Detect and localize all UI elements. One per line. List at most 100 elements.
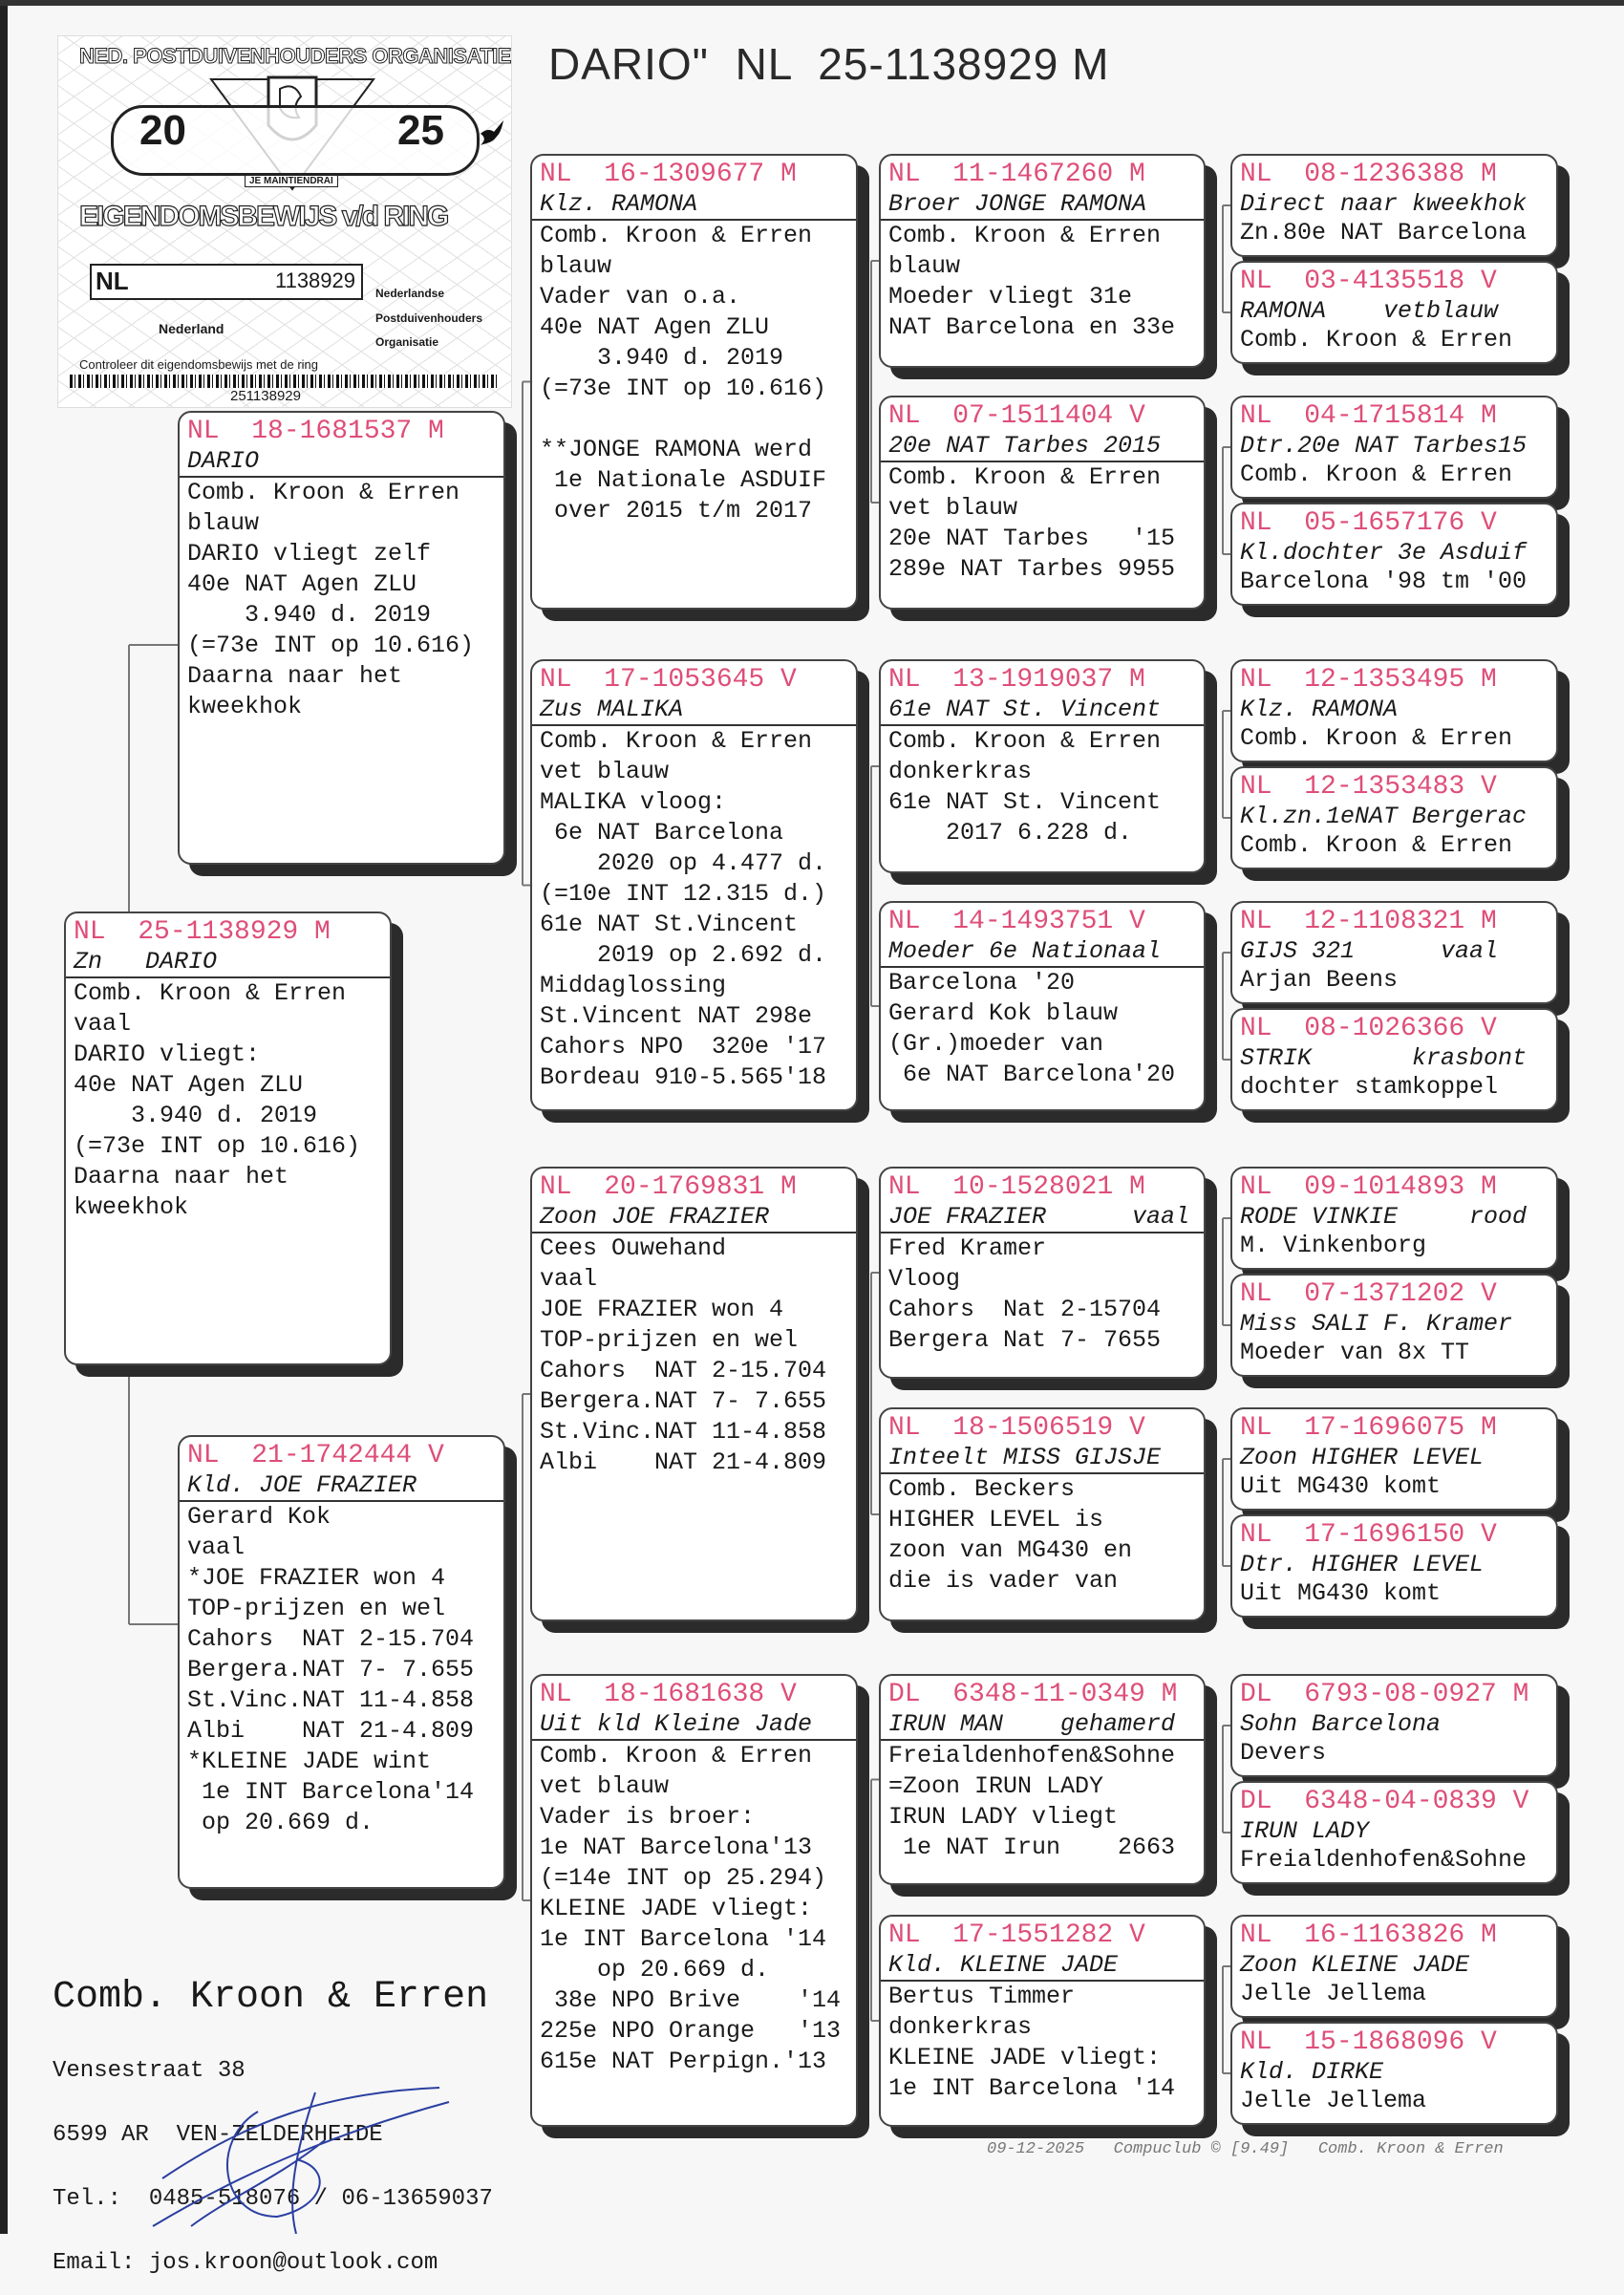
pigeon-name: Dtr. HIGHER LEVEL <box>1240 1551 1485 1578</box>
owner-name: Comb. Kroon & Erren <box>53 1976 489 2019</box>
stamp-year-right: 25 <box>397 107 444 154</box>
card-line: dochter stamkoppel <box>1240 1073 1499 1101</box>
card-line: blauw <box>888 252 961 280</box>
ring-number: NL 03-4135518 V <box>1240 267 1497 296</box>
stamp-check-text: Controleer dit eigendomsbewijs met de ri… <box>79 357 319 372</box>
card-line: DARIO vliegt zelf <box>187 540 432 568</box>
ring-number: NL 05-1657176 V <box>1240 508 1497 538</box>
card-line: Comb. Kroon & Erren <box>74 979 347 1007</box>
scan-edge-left <box>0 0 8 2234</box>
card-line: KLEINE JADE vliegt: <box>540 1895 813 1922</box>
page-title: DARIO" NL 25-1138929 M <box>548 39 1110 89</box>
card-line: 1e INT Barcelona '14 <box>540 1925 827 1953</box>
ring-number: NL 17-1053645 V <box>540 665 797 695</box>
card-line: Freialdenhofen&Sohne <box>1240 1846 1528 1874</box>
pigeon-name: Zoon KLEINE JADE <box>1240 1951 1470 1979</box>
ring-number: NL 25-1138929 M <box>74 917 331 947</box>
pigeon-name: IRUN LADY <box>1240 1817 1370 1845</box>
card-line: vaal <box>540 1265 598 1293</box>
card-line: zoon van MG430 en <box>888 1536 1133 1564</box>
card-line: Cahors NAT 2-15.704 <box>540 1357 827 1384</box>
barcode <box>70 375 500 388</box>
card-line: Freialdenhofen&Sohne <box>888 1742 1176 1770</box>
ring-number: NL 04-1715814 M <box>1240 401 1497 431</box>
ring-number: NL 15-1868096 V <box>1240 2027 1497 2057</box>
card-line: 3.940 d. 2019 <box>74 1102 318 1129</box>
card-line: 2017 6.228 d. <box>888 819 1133 847</box>
pigeon-name: STRIK krasbont <box>1240 1044 1528 1072</box>
card-line: 225e NPO Orange '13 <box>540 2017 842 2045</box>
ring-number: DL 6348-04-0839 V <box>1240 1787 1529 1816</box>
pigeon-name: GIJS 321 vaal <box>1240 937 1499 965</box>
card-line: Comb. Kroon & Erren <box>540 1742 813 1770</box>
ring-number: NL 18-1506519 V <box>888 1413 1145 1443</box>
stamp-npo-p: Postduivenhouders <box>375 311 483 325</box>
ring-number: NL 18-1681537 M <box>187 417 444 446</box>
card-line: Cahors Nat 2-15704 <box>888 1296 1162 1323</box>
stamp-country: NL <box>96 267 129 295</box>
ring-number: NL 13-1919037 M <box>888 665 1145 695</box>
pigeon-name: Miss SALI F. Kramer <box>1240 1310 1513 1338</box>
card-line: St.Vinc.NAT 11-4.858 <box>540 1418 827 1446</box>
card-line: Gerard Kok <box>187 1503 331 1531</box>
card-line: St.Vinc.NAT 11-4.858 <box>187 1686 475 1714</box>
stamp-motto: JE MAINTIENDRAI <box>245 175 338 187</box>
card-line: Bergera.NAT 7- 7.655 <box>187 1656 475 1684</box>
card-line: Bergera.NAT 7- 7.655 <box>540 1387 827 1415</box>
card-line: Vloog <box>888 1265 961 1293</box>
card-line: Fred Kramer <box>888 1234 1047 1262</box>
card-line: 1e INT Barcelona '14 <box>888 2074 1176 2102</box>
card-line: (=10e INT 12.315 d.) <box>540 880 827 908</box>
pigeon-name: Moeder 6e Nationaal <box>881 937 1204 968</box>
card-line: TOP-prijzen en wel <box>187 1595 446 1622</box>
owner-email: Email: jos.kroon@outlook.com <box>53 2250 438 2276</box>
ring-number: NL 17-1696150 V <box>1240 1520 1497 1550</box>
pigeon-name: IRUN MAN gehamerd <box>881 1710 1204 1741</box>
card-line: Jelle Jellema <box>1240 2087 1427 2114</box>
card-line: vaal <box>74 1010 132 1038</box>
card-line: (=14e INT op 25.294) <box>540 1864 827 1892</box>
card-line: 6e NAT Barcelona <box>540 819 784 847</box>
card-line: Comb. Kroon & Erren <box>1240 724 1513 752</box>
card-line: Comb. Kroon & Erren <box>1240 461 1513 488</box>
card-line: op 20.669 d. <box>187 1809 374 1836</box>
card-line: Moeder vliegt 31e <box>888 283 1133 311</box>
card-line: DARIO vliegt: <box>74 1040 261 1068</box>
pigeon-name: Zoon HIGHER LEVEL <box>1240 1444 1485 1471</box>
stamp-nederland: Nederland <box>159 321 224 336</box>
pigeon-name: Uit kld Kleine Jade <box>532 1710 856 1741</box>
card-line: KLEINE JADE vliegt: <box>888 2044 1162 2071</box>
card-line: Cees Ouwehand <box>540 1234 727 1262</box>
pigeon-name: Kld. KLEINE JADE <box>881 1951 1204 1982</box>
card-line: Bergera Nat 7- 7655 <box>888 1326 1162 1354</box>
stamp-heading: EIGENDOMSBEWIJS v/d RING <box>78 200 450 232</box>
card-line: 3.940 d. 2019 <box>187 601 432 629</box>
stamp-npo-o: Organisatie <box>375 335 439 349</box>
card-line: IRUN LADY vliegt <box>888 1803 1119 1831</box>
card-line: Gerard Kok blauw <box>888 999 1119 1027</box>
card-line: Moeder van 8x TT <box>1240 1339 1470 1366</box>
card-line: =Zoon IRUN LADY <box>888 1772 1104 1800</box>
card-line: Zn.80e NAT Barcelona <box>1240 219 1528 247</box>
card-line: Comb. Beckers <box>888 1475 1076 1503</box>
pigeon-name: Kl.zn.1eNAT Bergerac <box>1240 803 1528 830</box>
card-line: 1e NAT Irun 2663 <box>888 1834 1176 1861</box>
owner-phone: Tel.: 0485-518076 / 06-13659037 <box>53 2186 493 2212</box>
card-line: Cahors NPO 320e '17 <box>540 1033 827 1061</box>
card-line: Comb. Kroon & Erren <box>540 727 813 755</box>
card-line: Arjan Beens <box>1240 966 1399 994</box>
card-line: Barcelona '98 tm '00 <box>1240 568 1528 595</box>
card-line: Daarna naar het <box>74 1163 289 1190</box>
